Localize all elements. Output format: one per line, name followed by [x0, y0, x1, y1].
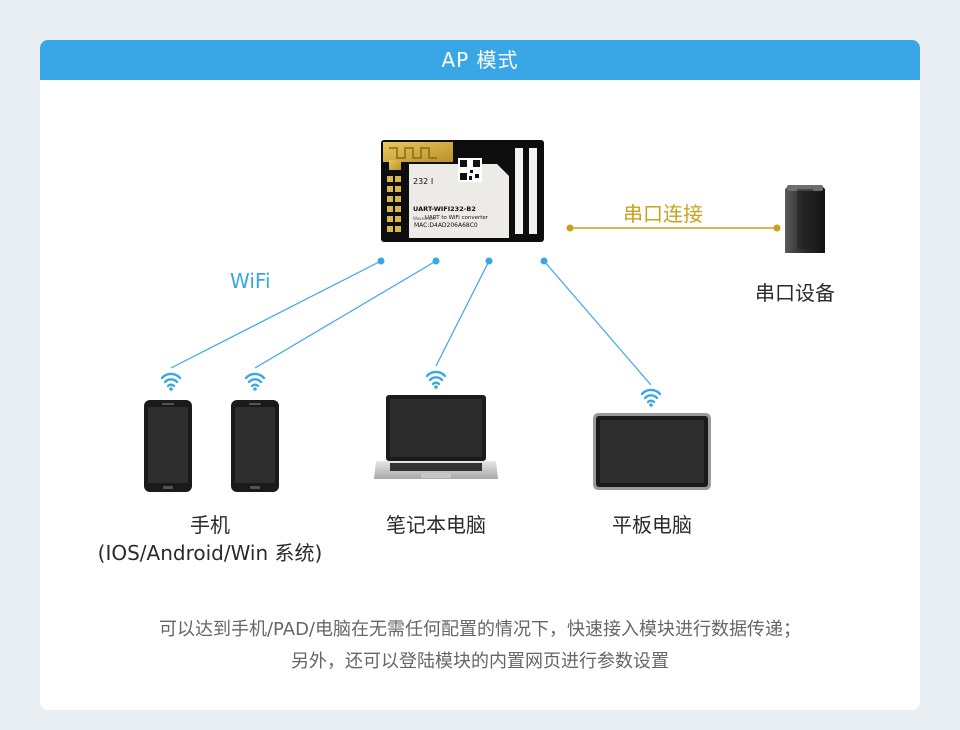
- phones-label-line1: 手机: [190, 513, 230, 537]
- wifi-link-dots: [377, 257, 548, 265]
- network-diagram: 232 I UART-WIFI232-B2 UART to WiFi conve…: [144, 140, 825, 492]
- ap-mode-card: AP 模式: [40, 40, 920, 710]
- page-title: AP 模式: [40, 40, 920, 80]
- module-label-mac: MAC:D4AD206A68C0: [414, 222, 478, 229]
- wifi-module: 232 I UART-WIFI232-B2 UART to WiFi conve…: [381, 140, 544, 242]
- serial-device-label: 串口设备: [755, 281, 835, 305]
- phones-label-line2: (IOS/Android/Win 系统): [97, 541, 323, 565]
- serial-link-line: [566, 224, 781, 232]
- wifi-links: [170, 260, 652, 386]
- module-label-line1: UART-WIFI232-B2: [413, 205, 476, 213]
- module-label-line2: UART to WiFi converter: [425, 215, 489, 221]
- tablet-label: 平板电脑: [612, 513, 692, 537]
- phone1-icon: [144, 400, 192, 492]
- tablet-icon: [593, 413, 711, 490]
- wifi-label: WiFi: [230, 269, 271, 293]
- serial-device-icon: [785, 185, 825, 253]
- caption-line1: 可以达到手机/PAD/电脑在无需任何配置的情况下，快速接入模块进行数据传递；: [158, 619, 801, 640]
- module-small-text: 232 I: [413, 177, 433, 186]
- phones-label: 手机 (IOS/Android/Win 系统): [90, 511, 330, 567]
- laptop-icon: [374, 395, 498, 479]
- phone2-icon: [231, 400, 279, 492]
- tablet-wifi-icon: [640, 388, 662, 408]
- phone2-wifi-icon: [244, 372, 266, 392]
- serial-link-label: 串口连接: [623, 202, 703, 226]
- module-brand: Waveshare: [413, 216, 436, 221]
- laptop-wifi-icon: [425, 370, 447, 390]
- phone1-wifi-icon: [160, 372, 182, 392]
- caption-line2: 另外，还可以登陆模块的内置网页进行参数设置: [291, 651, 669, 672]
- laptop-label: 笔记本电脑: [386, 513, 486, 537]
